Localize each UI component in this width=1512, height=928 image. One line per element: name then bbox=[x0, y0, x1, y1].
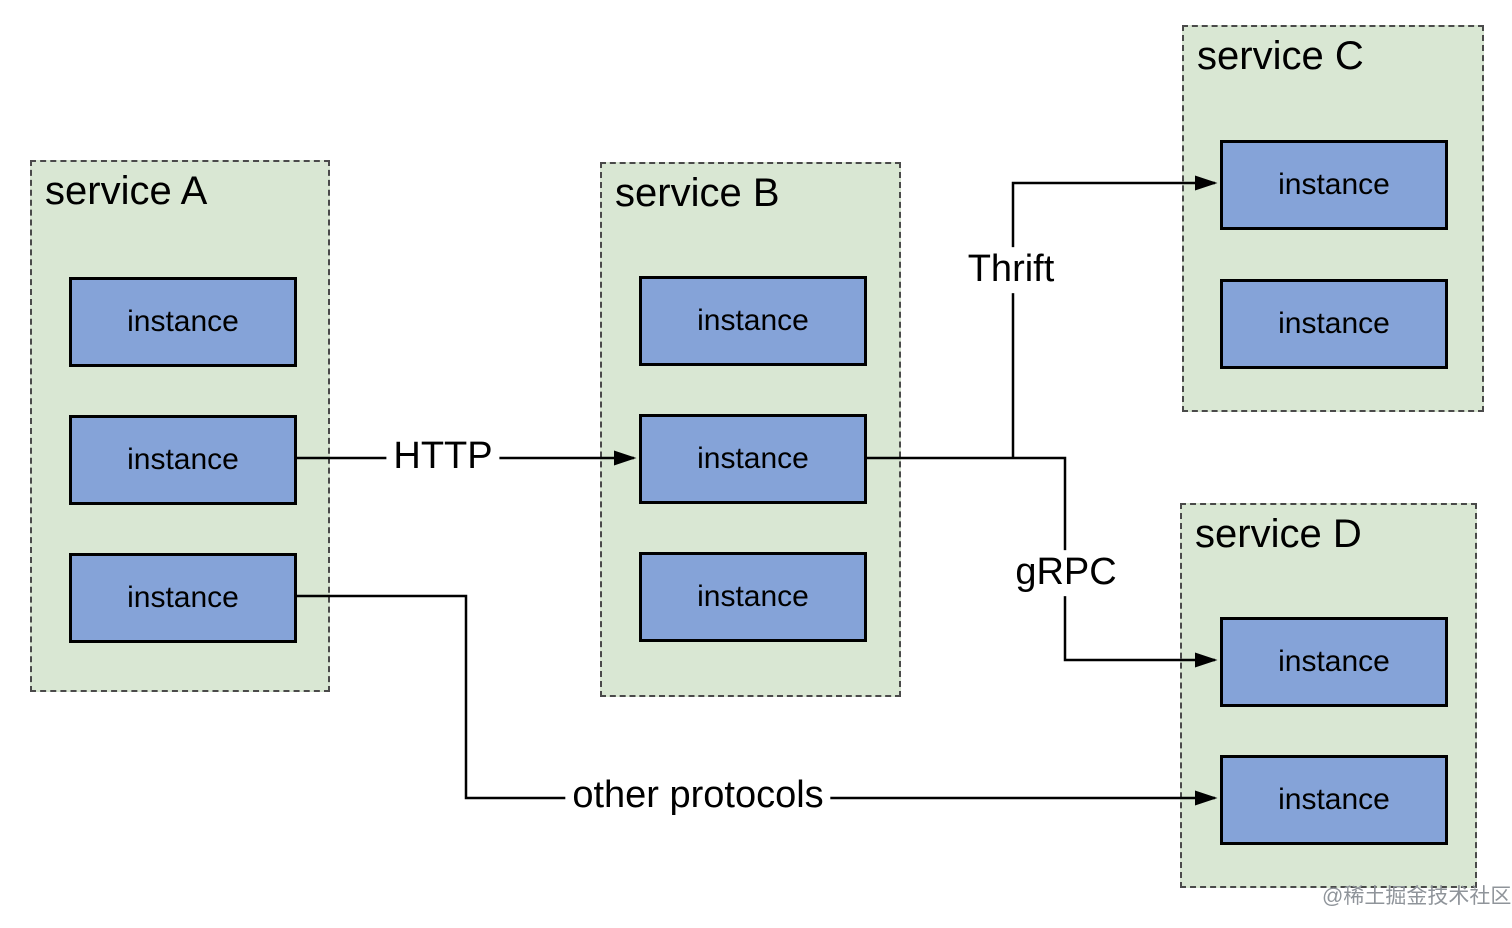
watermark: @稀土掘金技术社区 bbox=[1322, 885, 1512, 908]
instance-label: instance bbox=[127, 443, 239, 476]
service-c-group: service C instance instance bbox=[1182, 25, 1484, 412]
service-b-group: service B instance instance instance bbox=[600, 162, 901, 697]
instance-label: instance bbox=[697, 580, 809, 613]
edge-label-grpc: gRPC bbox=[1008, 550, 1124, 596]
service-a-instance-1: instance bbox=[69, 277, 297, 367]
instance-label: instance bbox=[1278, 168, 1390, 201]
edge-label-other-protocols: other protocols bbox=[565, 773, 831, 819]
service-a-instance-3: instance bbox=[69, 553, 297, 643]
edge-label-thrift: Thrift bbox=[960, 247, 1062, 293]
service-b-instance-1: instance bbox=[639, 276, 867, 366]
instance-label: instance bbox=[1278, 783, 1390, 816]
service-d-instance-1: instance bbox=[1220, 617, 1448, 707]
instance-label: instance bbox=[127, 581, 239, 614]
service-a-instance-2: instance bbox=[69, 415, 297, 505]
service-d-title: service D bbox=[1195, 512, 1362, 556]
service-a-group: service A instance instance instance bbox=[30, 160, 330, 692]
instance-label: instance bbox=[1278, 645, 1390, 678]
service-b-title: service B bbox=[615, 171, 780, 215]
service-a-title: service A bbox=[45, 169, 208, 213]
service-d-instance-2: instance bbox=[1220, 755, 1448, 845]
service-d-group: service D instance instance bbox=[1180, 503, 1477, 888]
service-c-instance-1: instance bbox=[1220, 140, 1448, 230]
service-b-instance-2: instance bbox=[639, 414, 867, 504]
instance-label: instance bbox=[127, 305, 239, 338]
instance-label: instance bbox=[697, 442, 809, 475]
service-c-instance-2: instance bbox=[1220, 279, 1448, 369]
instance-label: instance bbox=[697, 304, 809, 337]
service-b-instance-3: instance bbox=[639, 552, 867, 642]
instance-label: instance bbox=[1278, 307, 1390, 340]
service-c-title: service C bbox=[1197, 34, 1364, 78]
edge-label-http: HTTP bbox=[386, 434, 500, 480]
